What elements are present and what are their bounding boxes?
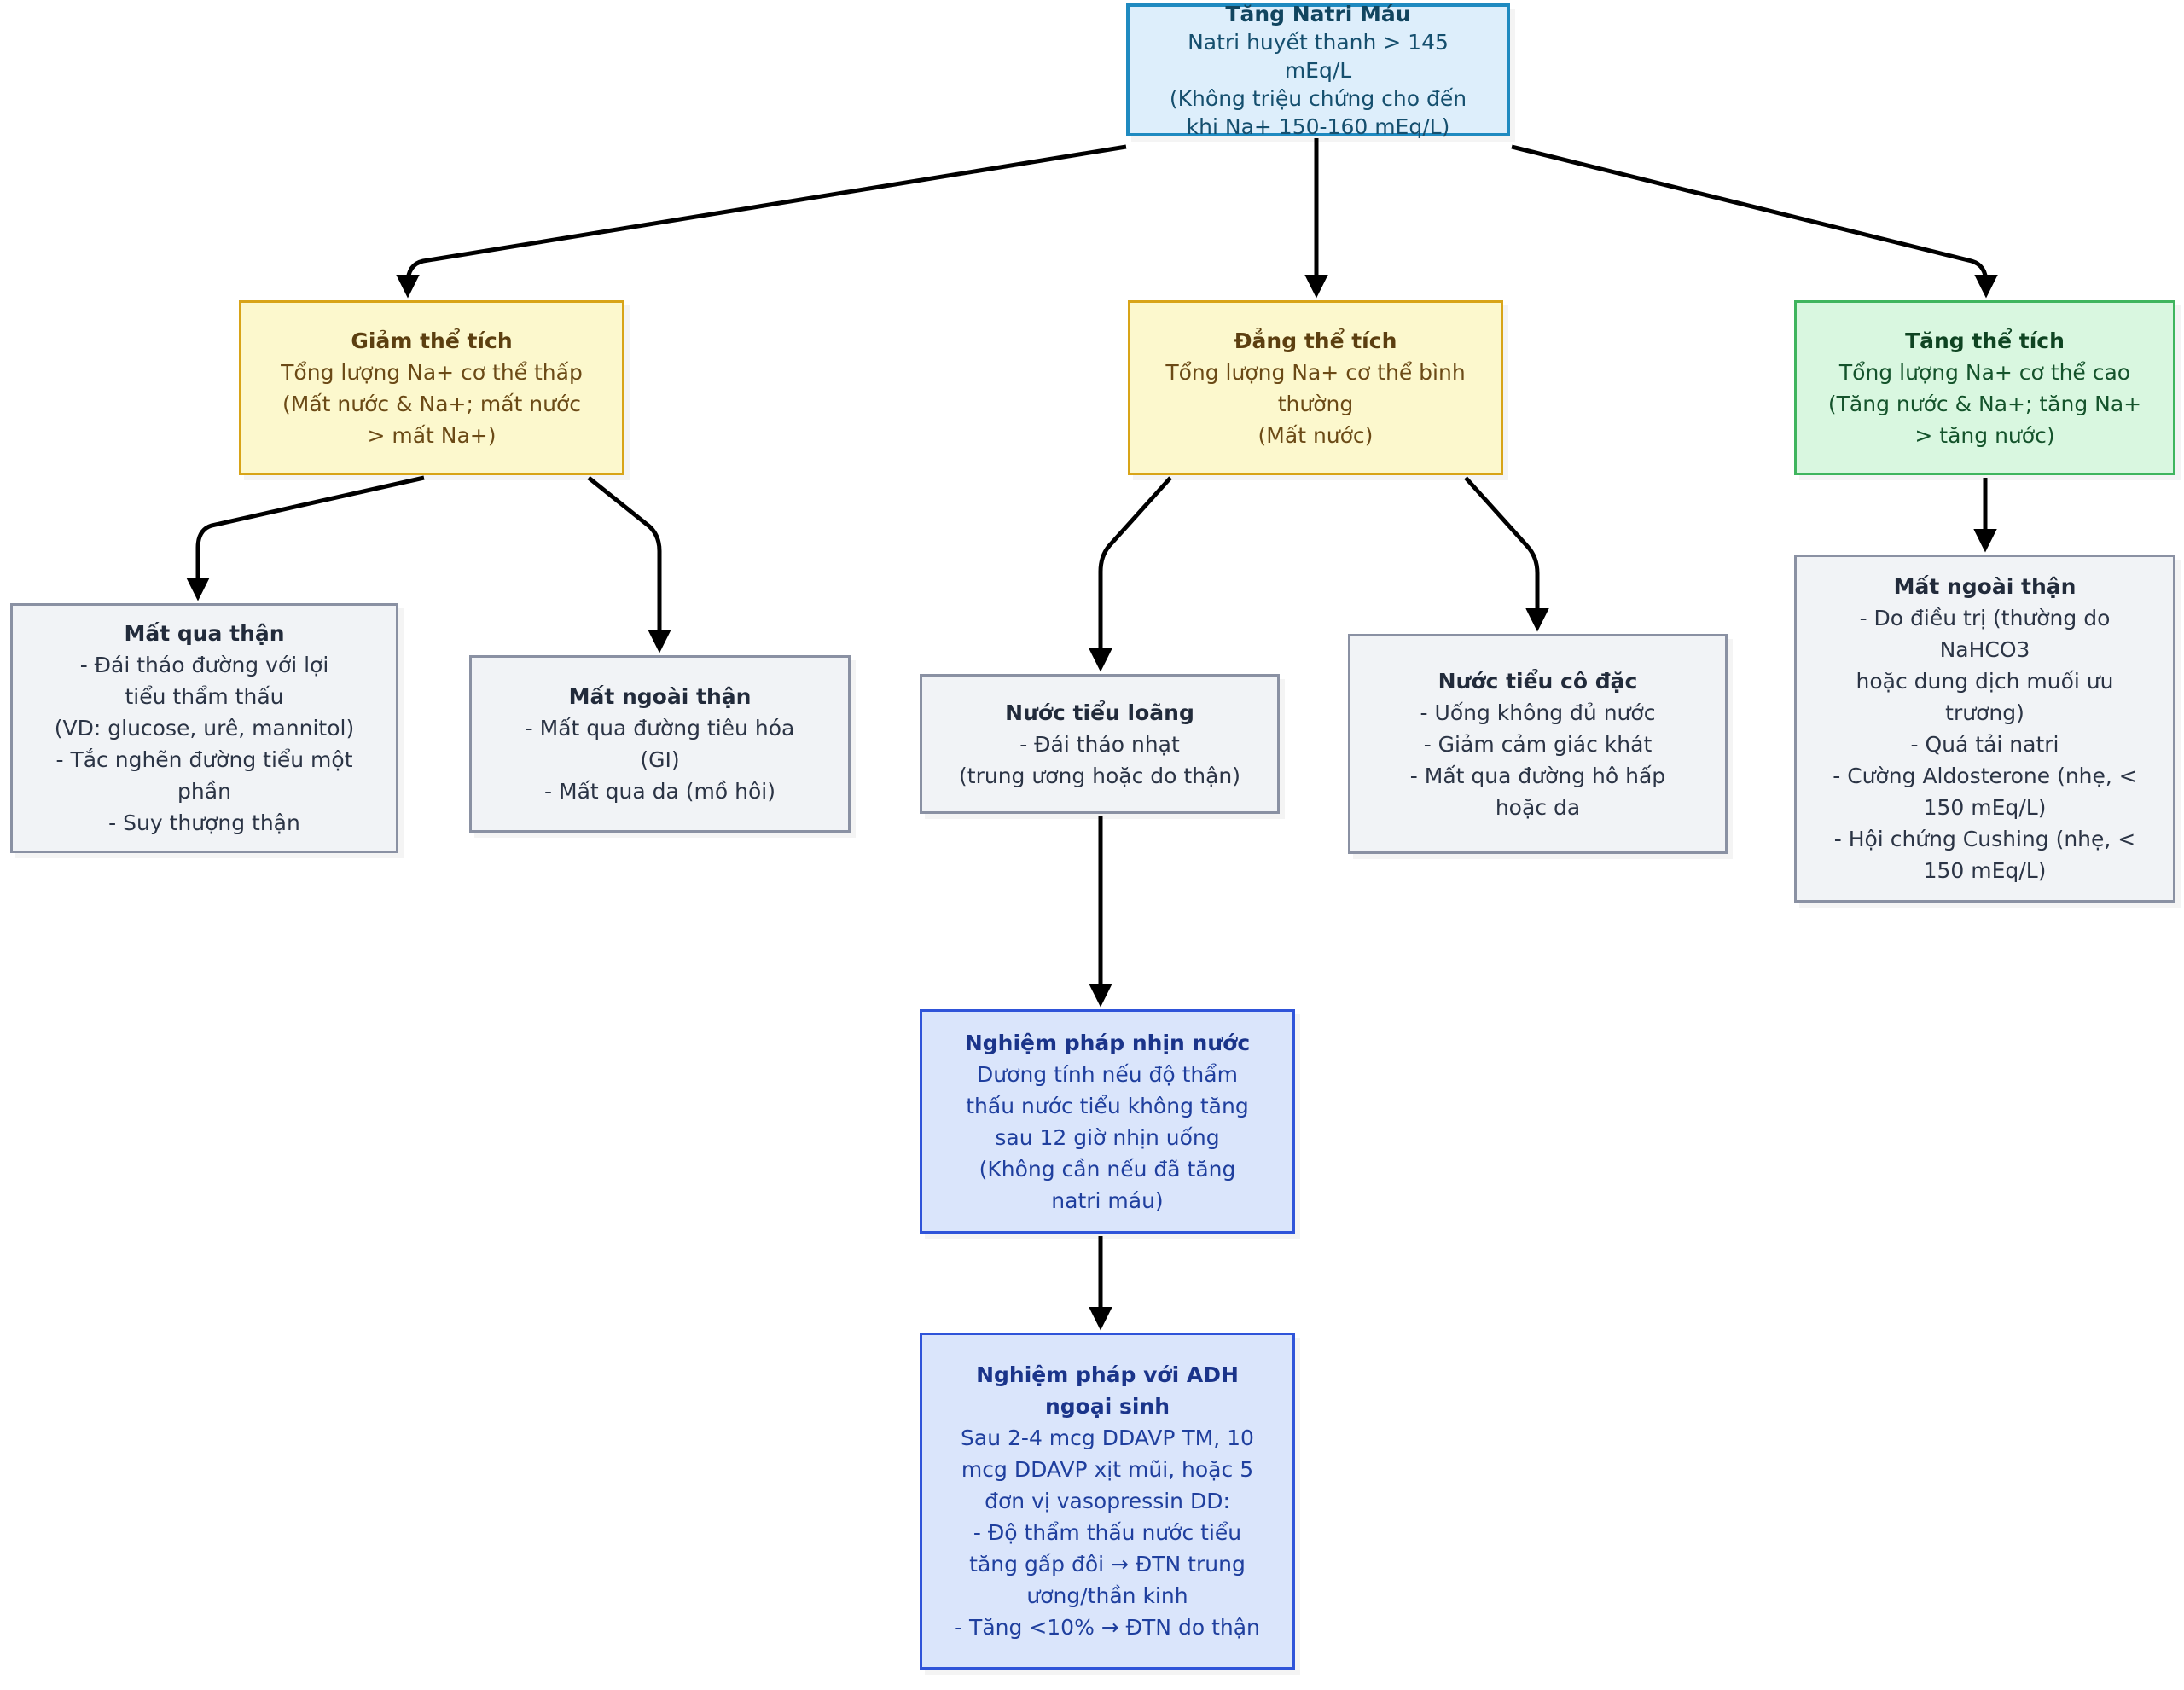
node-dilute-urine-title: Nước tiểu loãng [1005, 700, 1194, 725]
node-hypervolemic-line-1: Tổng lượng Na+ cơ thể cao [1838, 359, 2131, 385]
node-exogenous-adh-test-line-2: mcg DDAVP xịt mũi, hoặc 5 [961, 1457, 1254, 1482]
node-exogenous-adh-test-line-1: Sau 2-4 mcg DDAVP TM, 10 [961, 1426, 1254, 1450]
node-dilute-urine-line-2: (trung ương hoặc do thận) [959, 763, 1240, 788]
node-hypovolemic[interactable]: Giảm thể tích Tổng lượng Na+ cơ thể thấp… [239, 300, 624, 475]
node-hypervolemic-title: Tăng thể tích [1905, 328, 2065, 353]
node-exogenous-adh-test-line-5: tăng gấp đôi → ĐTN trung [969, 1552, 1246, 1577]
node-extrarenal-gain-line-9: 150 mEq/L) [1923, 858, 2047, 883]
node-euvolemic-title: Đẳng thể tích [1234, 328, 1397, 353]
node-exogenous-adh-test-title: Nghiệm pháp với ADH ngoại sinh [976, 1362, 1239, 1419]
node-euvolemic-line-2: thường [1277, 391, 1354, 416]
node-extrarenal-gain-line-3: hoặc dung dịch muối ưu [1856, 669, 2114, 694]
node-extrarenal-gain-line-8: - Hội chứng Cushing (nhẹ, < [1833, 827, 2136, 851]
node-euvolemic-line-1: Tổng lượng Na+ cơ thể bình [1165, 359, 1466, 385]
node-hypovolemic-line-3: > mất Na+) [367, 422, 497, 448]
node-renal-loss-title: Mất qua thận [124, 621, 285, 646]
node-concentrated-urine-line-3: - Mất qua đường hô hấp [1409, 763, 1666, 788]
node-exogenous-adh-test-line-3: đơn vị vasopressin DD: [985, 1489, 1230, 1513]
node-renal-loss-line-4: - Tắc nghẽn đường tiểu một [55, 747, 353, 772]
node-extrarenal-gain-line-2: NaHCO3 [1939, 637, 2030, 662]
node-concentrated-urine-line-4: hoặc da [1495, 794, 1581, 820]
edge-root-to-hypovolemic [396, 144, 1127, 299]
node-extrarenal-gain-line-5: - Quá tải natri [1910, 732, 2059, 757]
node-extrarenal-loss[interactable]: Mất ngoài thận - Mất qua đường tiêu hóa … [469, 655, 851, 833]
node-renal-loss-line-3: (VD: glucose, urê, mannitol) [54, 716, 355, 740]
node-extrarenal-gain-line-6: - Cường Aldosterone (nhẹ, < [1833, 764, 2137, 788]
node-root-line-4: khi Na+ 150-160 mEq/L) [1186, 113, 1450, 139]
node-root-line-2: mEq/L [1284, 57, 1352, 83]
node-hypervolemic[interactable]: Tăng thể tích Tổng lượng Na+ cơ thể cao … [1794, 300, 2175, 475]
node-exogenous-adh-test[interactable]: Nghiệm pháp với ADH ngoại sinh Sau 2-4 m… [920, 1333, 1295, 1670]
node-dilute-urine[interactable]: Nước tiểu loãng - Đái tháo nhạt (trung ư… [920, 674, 1280, 814]
node-exogenous-adh-test-line-4: - Độ thẩm thấu nước tiểu [973, 1520, 1242, 1545]
node-root[interactable]: Tăng Natri Máu Natri huyết thanh > 145 m… [1126, 1, 1510, 139]
edge-hypovolemic-to-renal-loss [186, 475, 425, 601]
node-extrarenal-loss-line-2: (GI) [640, 747, 680, 772]
node-renal-loss[interactable]: Mất qua thận - Đái tháo đường với lợi ti… [10, 603, 398, 853]
node-renal-loss-line-2: tiểu thẩm thấu [125, 684, 284, 709]
node-extrarenal-gain-line-4: trương) [1945, 700, 2024, 725]
node-hypovolemic-title: Giảm thể tích [351, 328, 513, 353]
node-euvolemic[interactable]: Đẳng thể tích Tổng lượng Na+ cơ thể bình… [1128, 300, 1503, 475]
node-concentrated-urine-title: Nước tiểu cô đặc [1438, 668, 1638, 694]
node-extrarenal-loss-line-1: - Mất qua đường tiêu hóa [525, 716, 795, 740]
node-root-title: Tăng Natri Máu [1225, 1, 1411, 26]
node-concentrated-urine-line-2: - Giảm cảm giác khát [1423, 731, 1653, 757]
node-renal-loss-line-6: - Suy thượng thận [108, 810, 300, 835]
node-hypervolemic-line-2: (Tăng nước & Na+; tăng Na+ [1827, 391, 2142, 416]
node-exogenous-adh-test-line-6: ương/thần kinh [1026, 1583, 1188, 1608]
node-root-line-3: (Không triệu chứng cho đến [1169, 85, 1467, 111]
node-renal-loss-line-1: - Đái tháo đường với lợi [79, 653, 329, 677]
node-water-deprivation-test[interactable]: Nghiệm pháp nhịn nước Dương tính nếu độ … [920, 1009, 1295, 1234]
node-water-deprivation-test-line-2: thấu nước tiểu không tăng [966, 1093, 1249, 1118]
node-water-deprivation-test-line-3: sau 12 giờ nhịn uống [995, 1124, 1220, 1150]
node-water-deprivation-test-title: Nghiệm pháp nhịn nước [964, 1030, 1251, 1055]
edge-euvolemic-to-concentrated-urine [1464, 476, 1549, 632]
node-euvolemic-line-3: (Mất nước) [1258, 422, 1374, 448]
node-water-deprivation-test-line-5: natri máu) [1051, 1188, 1164, 1213]
node-hypovolemic-line-2: (Mất nước & Na+; mất nước [282, 391, 581, 416]
node-root-line-1: Natri huyết thanh > 145 [1188, 29, 1449, 55]
edge-euvolemic-to-dilute-urine [1089, 476, 1172, 672]
node-extrarenal-gain-title: Mất ngoài thận [1893, 574, 2077, 599]
node-extrarenal-gain-line-7: 150 mEq/L) [1923, 795, 2047, 820]
node-hypovolemic-line-1: Tổng lượng Na+ cơ thể thấp [281, 359, 583, 385]
node-hypervolemic-line-3: > tăng nước) [1914, 422, 2055, 448]
node-concentrated-urine-line-1: - Uống không đủ nước [1420, 700, 1656, 725]
node-extrarenal-gain-line-1: - Do điều trị (thường do [1859, 606, 2111, 630]
node-extrarenal-loss-line-3: - Mất qua da (mồ hôi) [544, 779, 775, 804]
node-extrarenal-loss-title: Mất ngoài thận [568, 684, 752, 709]
node-dilute-urine-line-1: - Đái tháo nhạt [1019, 731, 1180, 757]
node-water-deprivation-test-line-1: Dương tính nếu độ thẩm [977, 1061, 1238, 1087]
node-concentrated-urine[interactable]: Nước tiểu cô đặc - Uống không đủ nước - … [1348, 634, 1728, 854]
node-exogenous-adh-test-line-7: - Tăng <10% → ĐTN do thận [955, 1615, 1260, 1640]
node-extrarenal-gain[interactable]: Mất ngoài thận - Do điều trị (thường do … [1794, 555, 2175, 903]
edge-root-to-hypervolemic [1511, 144, 1998, 299]
node-renal-loss-line-5: phần [177, 779, 231, 804]
node-water-deprivation-test-line-4: (Không cần nếu đã tăng [979, 1156, 1236, 1182]
edge-hypovolemic-to-extrarenal-loss [587, 476, 671, 653]
